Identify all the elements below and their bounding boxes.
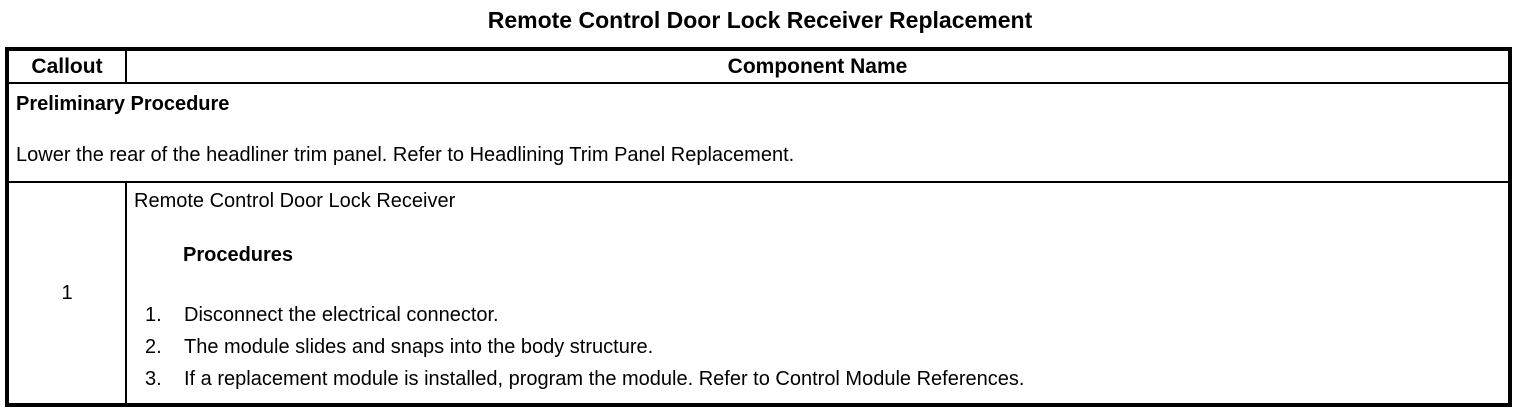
service-document-page: Remote Control Door Lock Receiver Replac…: [0, 6, 1520, 407]
procedures-heading: Procedures: [183, 244, 294, 266]
procedure-step: The module slides and snaps into the bod…: [145, 331, 654, 363]
preliminary-procedure-heading: Preliminary Procedure: [16, 93, 230, 115]
preliminary-procedure-text: Lower the rear of the headliner trim pan…: [16, 144, 795, 166]
column-header-component-name: Component Name: [126, 49, 1510, 84]
procedure-step: Disconnect the electrical connector.: [145, 299, 499, 331]
table-header-row: Callout Component Name: [7, 49, 1510, 84]
preliminary-procedure-cell: Preliminary Procedure Lower the rear of …: [7, 83, 1510, 183]
component-name: Remote Control Door Lock Receiver: [134, 190, 456, 212]
procedure-steps-list: Disconnect the electrical connector. The…: [134, 299, 1502, 395]
procedure-step: If a replacement module is installed, pr…: [145, 363, 1025, 395]
callout-number: 1: [7, 182, 127, 405]
page-title: Remote Control Door Lock Receiver Replac…: [487, 7, 1033, 33]
procedure-table: Callout Component Name Preliminary Proce…: [5, 47, 1512, 407]
preliminary-procedure-row: Preliminary Procedure Lower the rear of …: [7, 83, 1510, 183]
component-row: 1 Remote Control Door Lock Receiver Proc…: [7, 182, 1510, 405]
column-header-callout: Callout: [7, 49, 127, 84]
component-cell: Remote Control Door Lock Receiver Proced…: [126, 182, 1510, 405]
